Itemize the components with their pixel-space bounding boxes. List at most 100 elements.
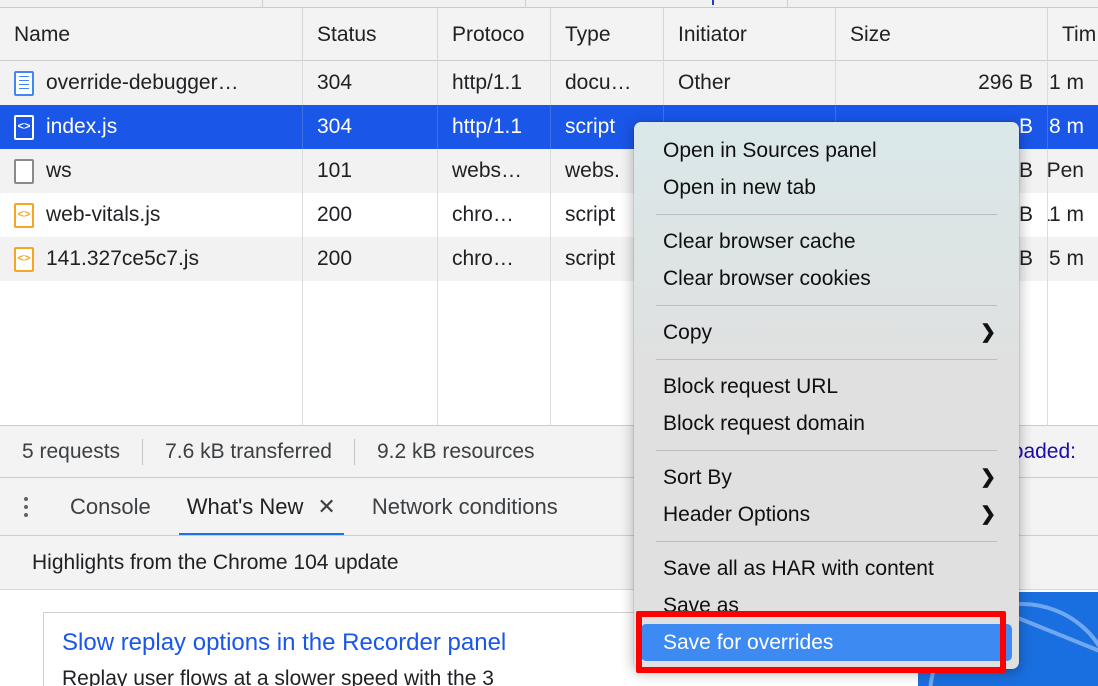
chevron-right-icon: ❯ (980, 467, 996, 488)
menu-item-label: Save for overrides (663, 630, 834, 654)
cell-status: 304 (302, 105, 437, 149)
transferred-size: 7.6 kB transferred (165, 439, 332, 463)
cell-type: webs. (550, 149, 663, 193)
whats-new-card-description: Replay user flows at a slower speed with… (62, 667, 494, 686)
cell-text: 38 m (1048, 115, 1084, 138)
menu-item-open-in-sources-panel[interactable]: Open in Sources panel (641, 132, 1012, 169)
cell-text: http/1.1 (452, 71, 523, 94)
cell-text: script (565, 203, 616, 226)
status-divider (142, 438, 144, 465)
menu-item-copy[interactable]: Copy❯ (641, 314, 1012, 351)
column-header-label: Tim (1062, 22, 1097, 46)
menu-item-block-request-url[interactable]: Block request URL (641, 368, 1012, 405)
column-header-name[interactable]: Name (0, 8, 302, 61)
menu-item-label: Block request domain (663, 411, 865, 435)
column-header-time[interactable]: Tim (1047, 8, 1098, 61)
menu-item-open-in-new-tab[interactable]: Open in new tab (641, 169, 1012, 206)
table-row[interactable]: override-debugger… 304 http/1.1 docu… Other 2… (0, 61, 1098, 105)
column-header-label: Initiator (678, 22, 747, 46)
column-header-label: Status (317, 22, 377, 46)
column-header-protocol[interactable]: Protoco (437, 8, 550, 61)
cell-text: index.js (46, 115, 118, 138)
script-chevrons: <> (17, 120, 31, 133)
tab-label: What's New (186, 493, 304, 519)
table-header-row[interactable]: Name Status Protoco Type Initiator Size Tim (0, 8, 1098, 61)
status-divider (353, 438, 355, 465)
column-header-label: Protoco (452, 22, 525, 46)
column-divider (302, 281, 303, 425)
chevron-right-icon: ❯ (980, 322, 996, 343)
cell-protocol: http/1.1 (437, 61, 550, 105)
menu-item-sort-by[interactable]: Sort By❯ (641, 459, 1012, 496)
rail-accent-marker (712, 0, 714, 5)
document-icon (14, 70, 34, 96)
cell-text: chro… (452, 247, 514, 270)
rail-divider (787, 0, 788, 8)
tab-label: Console (70, 493, 151, 519)
cell-protocol: http/1.1 (437, 105, 550, 149)
cell-name: ws (0, 149, 302, 193)
cell-status: 200 (302, 237, 437, 281)
tab-what-s-new[interactable]: What's New ✕ (169, 478, 354, 535)
cell-text: 11 m (1048, 203, 1084, 226)
menu-separator (656, 359, 997, 360)
rail-divider (525, 0, 526, 8)
cell-text: webs. (565, 159, 620, 182)
column-header-status[interactable]: Status (302, 8, 437, 61)
cell-protocol: webs… (437, 149, 550, 193)
resources-size: 9.2 kB resources (376, 439, 535, 463)
menu-item-save-as[interactable]: Save as (641, 587, 1012, 624)
script-icon: <> (14, 202, 34, 228)
menu-item-clear-browser-cache[interactable]: Clear browser cache (641, 223, 1012, 260)
domcontentloaded-stat: oaded: (1011, 439, 1076, 463)
menu-separator (656, 450, 997, 451)
menu-item-save-all-as-har-with-content[interactable]: Save all as HAR with content (641, 550, 1012, 587)
cell-text: Other (678, 71, 731, 94)
cell-name: <>web-vitals.js (0, 193, 302, 237)
close-icon[interactable]: ✕ (317, 493, 336, 519)
cell-name: <> 141.327ce5c7.js (0, 237, 302, 281)
column-header-initiator[interactable]: Initiator (663, 8, 835, 61)
cell-text: script (565, 115, 616, 138)
column-header-label: Type (565, 22, 611, 46)
cell-text: B (1018, 115, 1033, 138)
cell-type: script (550, 237, 663, 281)
cell-type: script (550, 105, 663, 149)
cell-time: Pen (1047, 149, 1098, 193)
whats-new-card-title[interactable]: Slow replay options in the Recorder pane… (62, 629, 507, 656)
cell-protocol: chro… (437, 193, 550, 237)
cell-text: 296 B (978, 71, 1033, 94)
cell-text: docu… (565, 71, 632, 94)
column-header-size[interactable]: Size (835, 8, 1047, 61)
cell-text: http/1.1 (452, 115, 523, 138)
tab-network-conditions[interactable]: Network conditions (354, 478, 576, 535)
more-tools-icon[interactable] (0, 478, 52, 535)
cell-text: override-debugger… (46, 71, 239, 94)
websocket-icon (14, 158, 34, 184)
column-divider (550, 281, 551, 425)
menu-item-label: Clear browser cache (663, 229, 856, 253)
cell-type: docu… (550, 61, 663, 105)
menu-item-clear-browser-cookies[interactable]: Clear browser cookies (641, 260, 1012, 297)
cell-text: Pen (1047, 159, 1084, 182)
top-toolbar-strip (0, 0, 1098, 8)
menu-item-block-request-domain[interactable]: Block request domain (641, 405, 1012, 442)
menu-item-label: Clear browser cookies (663, 266, 871, 290)
menu-item-save-for-overrides[interactable]: Save for overrides (641, 624, 1012, 661)
menu-item-label: Block request URL (663, 374, 839, 398)
tab-console[interactable]: Console (52, 478, 169, 535)
column-header-type[interactable]: Type (550, 8, 663, 61)
cell-status: 304 (302, 61, 437, 105)
rail-divider (262, 0, 263, 8)
cell-initiator: Other (663, 61, 835, 105)
cell-text: ws (46, 159, 72, 182)
cell-time: 11 m (1047, 193, 1098, 237)
column-divider (1047, 281, 1048, 425)
cell-time: 51 m (1047, 61, 1098, 105)
cell-name: <> index.js (0, 105, 302, 149)
script-chevrons: <> (17, 252, 31, 265)
menu-item-header-options[interactable]: Header Options❯ (641, 496, 1012, 533)
cell-text: 141.327ce5c7.js (46, 247, 199, 270)
